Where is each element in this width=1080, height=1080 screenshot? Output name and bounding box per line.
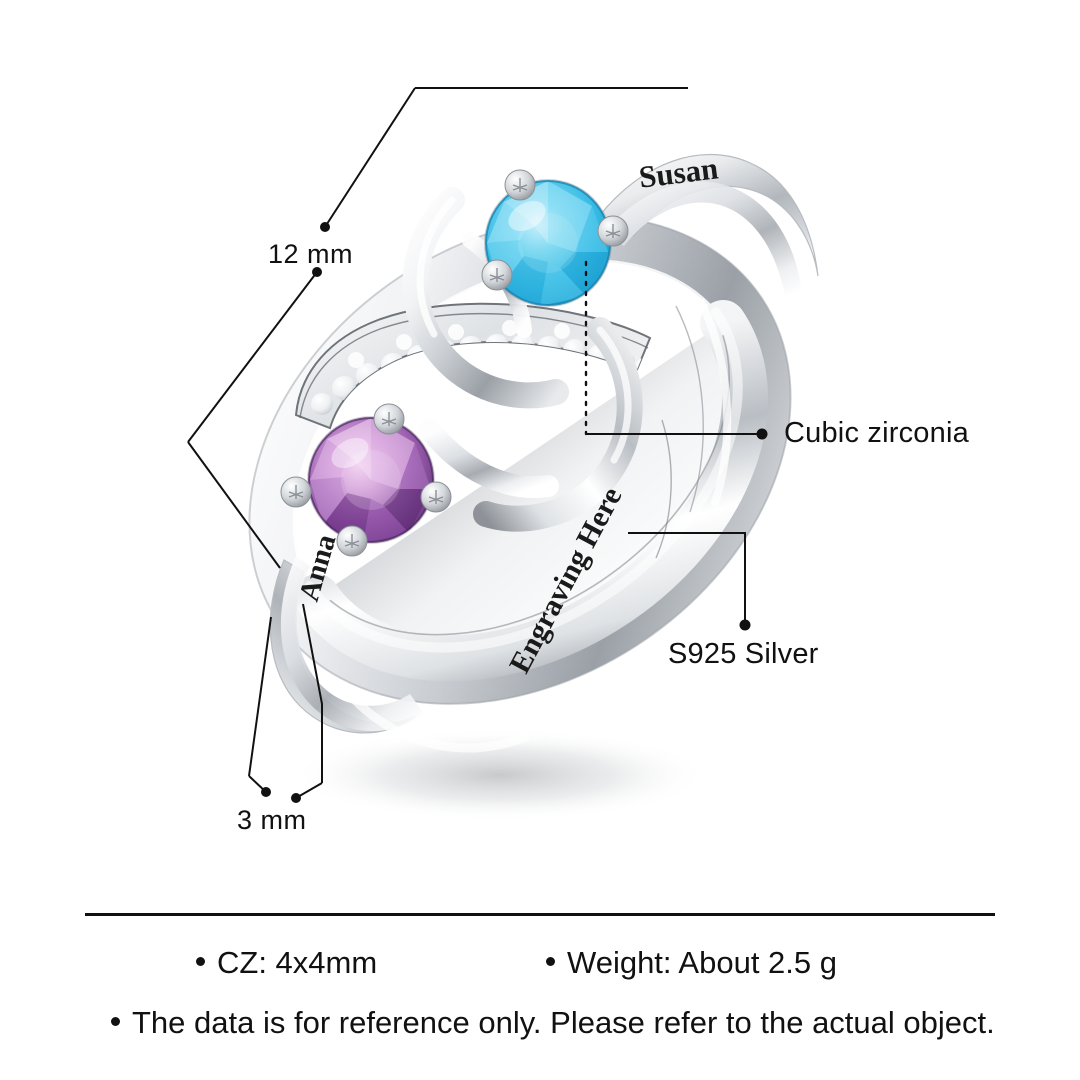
bullet-icon — [111, 1017, 120, 1027]
callout-label-s925-silver: S925 Silver — [668, 638, 819, 670]
bullet-icon — [196, 957, 205, 967]
spec-cz-size-text: CZ: 4x4mm — [217, 945, 378, 980]
leader-s925-silver — [628, 532, 751, 631]
bullet-icon — [546, 957, 555, 967]
spec-disclaimer-text: The data is for reference only. Please r… — [132, 1005, 995, 1040]
band-highlights — [351, 298, 732, 753]
dimension-label-height: 12 mm — [268, 239, 354, 269]
knot-swirl — [402, 187, 643, 532]
annotation-lines — [187, 87, 768, 803]
callout-label-cubic-zirconia: Cubic zirconia — [784, 417, 969, 449]
blue-gemstone — [481, 169, 629, 307]
leader-cubic-zirconia — [584, 260, 768, 440]
purple-gem-prongs — [280, 403, 452, 557]
dim-12mm-bracket — [187, 87, 688, 569]
dim-3mm-bracket — [248, 603, 323, 803]
purple-gemstone — [280, 403, 452, 557]
spec-weight-text: Weight: About 2.5 g — [567, 945, 838, 980]
blue-gem-prongs — [481, 169, 629, 291]
spec-cz-size: CZ: 4x4mm — [196, 945, 377, 981]
ring-shoulder-left — [269, 556, 424, 734]
spec-weight: Weight: About 2.5 g — [546, 945, 837, 981]
ring-shoulder-right — [599, 154, 819, 300]
spec-disclaimer: The data is for reference only. Please r… — [111, 1005, 995, 1041]
purple-gem-facets — [310, 418, 431, 543]
product-illustration: Susan Anna Engraving Here 12 mm 3 mm Cub… — [187, 87, 969, 835]
ring-graphic — [187, 87, 819, 821]
ring-shadow — [290, 729, 710, 821]
blue-gem-facets — [487, 181, 608, 306]
footer-divider — [85, 913, 995, 916]
specification-footer: CZ: 4x4mm Weight: About 2.5 g The data i… — [0, 905, 1080, 1080]
dimension-label-width: 3 mm — [237, 805, 307, 835]
